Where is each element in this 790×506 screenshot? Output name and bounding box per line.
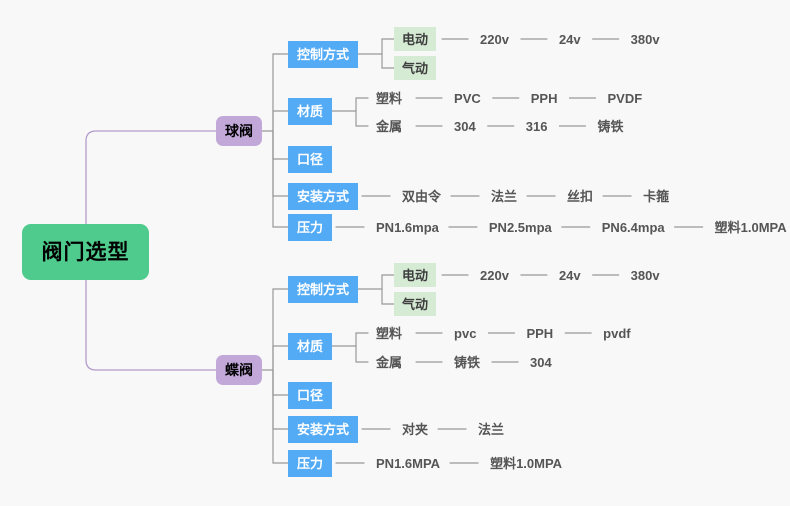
sub-node-塑料[interactable]: 塑料 [376, 90, 403, 106]
leaf-node-380v[interactable]: 380v [630, 267, 660, 283]
leaf-node-304[interactable]: 304 [454, 118, 476, 134]
leaf-node-卡箍[interactable]: 卡箍 [643, 188, 670, 204]
leaf-node-PVDF[interactable]: PVDF [607, 90, 643, 106]
leaf-node-220v[interactable]: 220v [480, 267, 509, 283]
leaf-node-PN2.5mpa[interactable]: PN2.5mpa [488, 219, 552, 235]
leaf-node-PPH[interactable]: PPH [526, 325, 554, 341]
leaf-node-对夹[interactable]: 对夹 [402, 421, 429, 437]
branch-node-2[interactable]: 蝶阀 [216, 355, 262, 385]
leaf-node-丝扣[interactable]: 丝扣 [567, 188, 594, 204]
branch-node-1[interactable]: 球阀 [216, 116, 262, 146]
category-node-安装方式[interactable]: 安装方式 [288, 415, 359, 443]
category-node-口径[interactable]: 口径 [288, 145, 333, 173]
category-node-压力[interactable]: 压力 [288, 213, 333, 241]
leaf-node-24v[interactable]: 24v [558, 31, 581, 47]
category-node-压力[interactable]: 压力 [288, 449, 333, 477]
leaf-node-铸铁[interactable]: 铸铁 [597, 118, 624, 134]
category-node-材质[interactable]: 材质 [288, 332, 333, 360]
sub-node-金属[interactable]: 金属 [376, 354, 403, 370]
leaf-node-PN1.6MPA[interactable]: PN1.6MPA [376, 455, 441, 471]
leaf-node-PN1.6mpa[interactable]: PN1.6mpa [376, 219, 439, 235]
leaf-node-pvdf[interactable]: pvdf [603, 325, 631, 341]
sub-node-塑料[interactable]: 塑料 [376, 325, 403, 341]
leaf-node-法兰[interactable]: 法兰 [478, 421, 505, 437]
leaf-node-PVC[interactable]: PVC [454, 90, 481, 106]
sub-node-电动[interactable]: 电动 [394, 27, 437, 51]
leaf-node-双由令[interactable]: 双由令 [402, 188, 442, 204]
sub-node-电动[interactable]: 电动 [394, 263, 437, 287]
category-node-控制方式[interactable]: 控制方式 [288, 40, 359, 68]
leaf-node-塑料1.0MPA[interactable]: 塑料1.0MPA [714, 219, 787, 235]
leaf-node-220v[interactable]: 220v [480, 31, 509, 47]
leaf-node-380v[interactable]: 380v [630, 31, 660, 47]
leaf-node-304[interactable]: 304 [530, 354, 552, 370]
category-node-口径[interactable]: 口径 [288, 381, 333, 409]
root-node[interactable]: 阀门选型 [22, 224, 149, 280]
sub-node-气动[interactable]: 气动 [394, 292, 437, 316]
leaf-node-铸铁[interactable]: 铸铁 [454, 354, 481, 370]
leaf-node-法兰[interactable]: 法兰 [491, 188, 518, 204]
category-node-安装方式[interactable]: 安装方式 [288, 182, 359, 210]
category-node-控制方式[interactable]: 控制方式 [288, 275, 359, 303]
sub-node-气动[interactable]: 气动 [394, 56, 437, 80]
sub-node-金属[interactable]: 金属 [376, 118, 403, 134]
leaf-node-24v[interactable]: 24v [558, 267, 581, 283]
leaf-node-PPH[interactable]: PPH [530, 90, 558, 106]
leaf-node-塑料1.0MPA[interactable]: 塑料1.0MPA [490, 455, 563, 471]
leaf-node-pvc[interactable]: pvc [454, 325, 477, 341]
leaf-node-316[interactable]: 316 [525, 118, 548, 134]
category-node-材质[interactable]: 材质 [288, 97, 333, 125]
leaf-node-PN6.4mpa[interactable]: PN6.4mpa [601, 219, 665, 235]
